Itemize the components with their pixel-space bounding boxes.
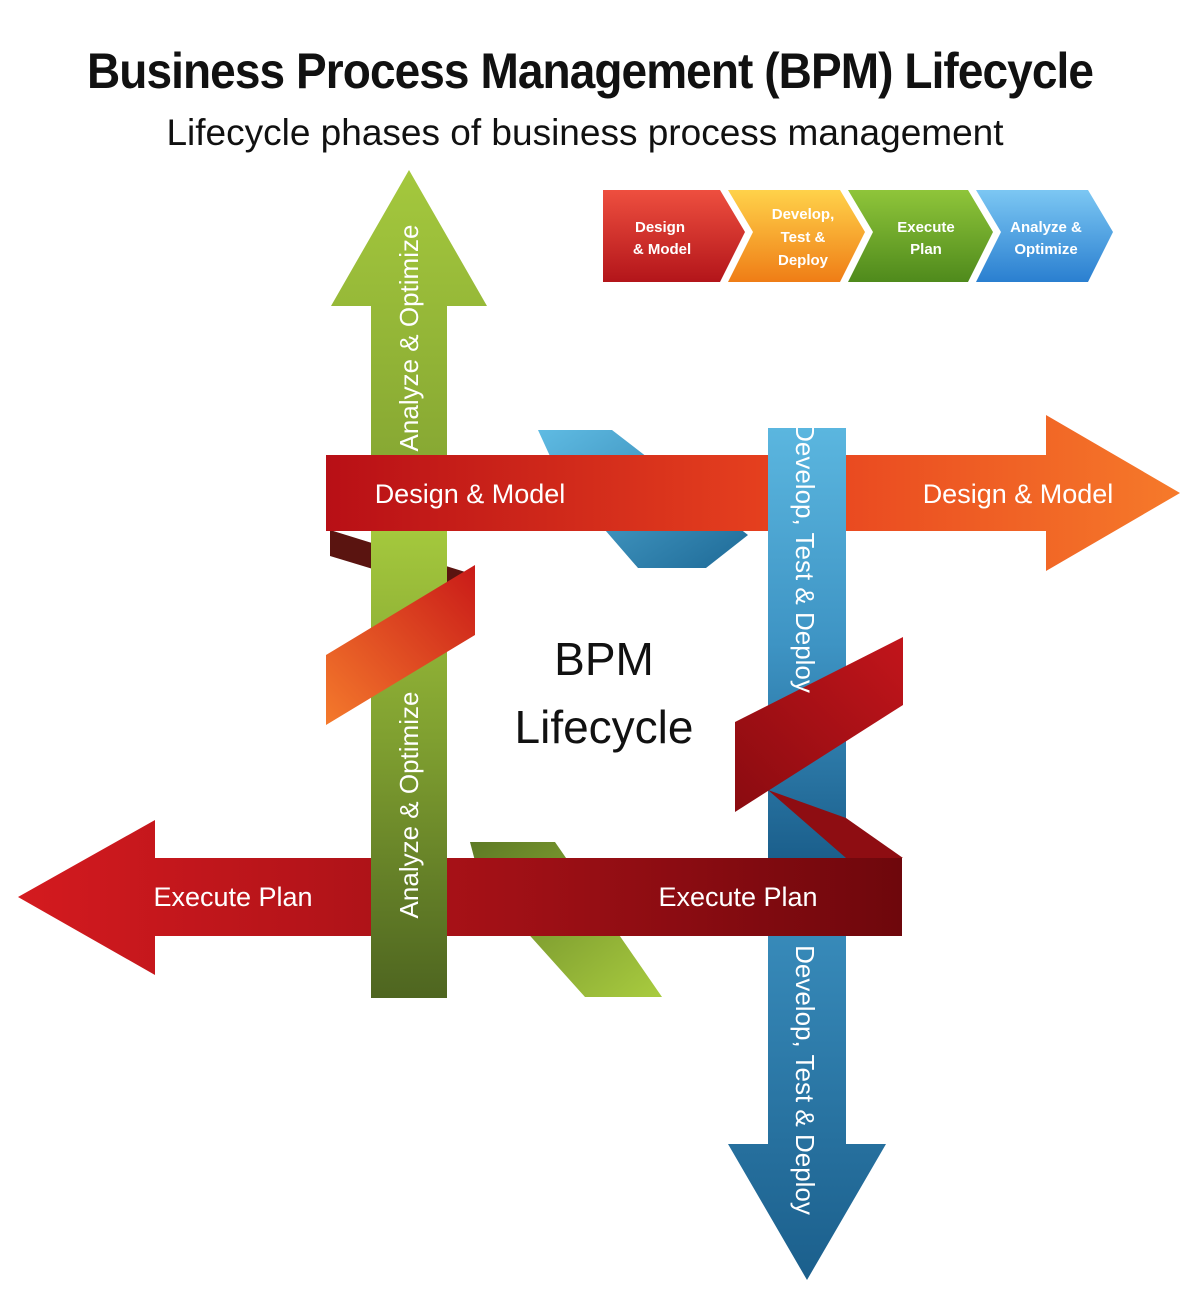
legend-step-label: Execute — [897, 219, 955, 236]
page-title: Business Process Management (BPM) Lifecy… — [86, 43, 1094, 99]
ribbon-darkred-twist — [735, 637, 903, 812]
center-label-line1: BPM — [554, 633, 654, 685]
execute-plan-arrow — [18, 820, 902, 975]
ribbon-orange-twist — [326, 565, 475, 725]
design-model-arrow — [326, 415, 1180, 571]
legend-step-label: Test & — [781, 229, 826, 246]
legend-step-label: Plan — [910, 241, 942, 258]
page-subtitle: Lifecycle phases of business process man… — [166, 112, 1004, 153]
legend-step-label: & Model — [633, 241, 691, 258]
legend-step-label: Design — [635, 219, 685, 236]
legend-step-label: Analyze & — [1010, 219, 1082, 236]
legend-chevron-bar: Design & Model Develop, Test & Deploy Ex… — [603, 190, 1113, 282]
analyze-optimize-label-top: Analyze & Optimize — [394, 225, 424, 452]
design-model-label-left: Design & Model — [375, 479, 566, 509]
legend-step-label: Optimize — [1014, 241, 1077, 258]
center-label-line2: Lifecycle — [515, 701, 694, 753]
design-model-label-right: Design & Model — [923, 479, 1114, 509]
execute-plan-label-right: Execute Plan — [658, 882, 817, 912]
ribbon-darkred-fold — [768, 790, 903, 858]
legend-step-label: Deploy — [778, 252, 829, 269]
legend-step-label: Develop, — [772, 206, 835, 223]
execute-plan-label-left: Execute Plan — [153, 882, 312, 912]
legend-step-analyze — [976, 190, 1113, 282]
legend-step-develop — [728, 190, 865, 282]
legend-step-execute — [848, 190, 993, 282]
develop-test-deploy-label-bottom: Develop, Test & Deploy — [790, 945, 820, 1215]
analyze-optimize-label-bottom: Analyze & Optimize — [394, 692, 424, 919]
develop-test-deploy-label-top: Develop, Test & Deploy — [790, 423, 820, 693]
legend-step-design — [603, 190, 745, 282]
